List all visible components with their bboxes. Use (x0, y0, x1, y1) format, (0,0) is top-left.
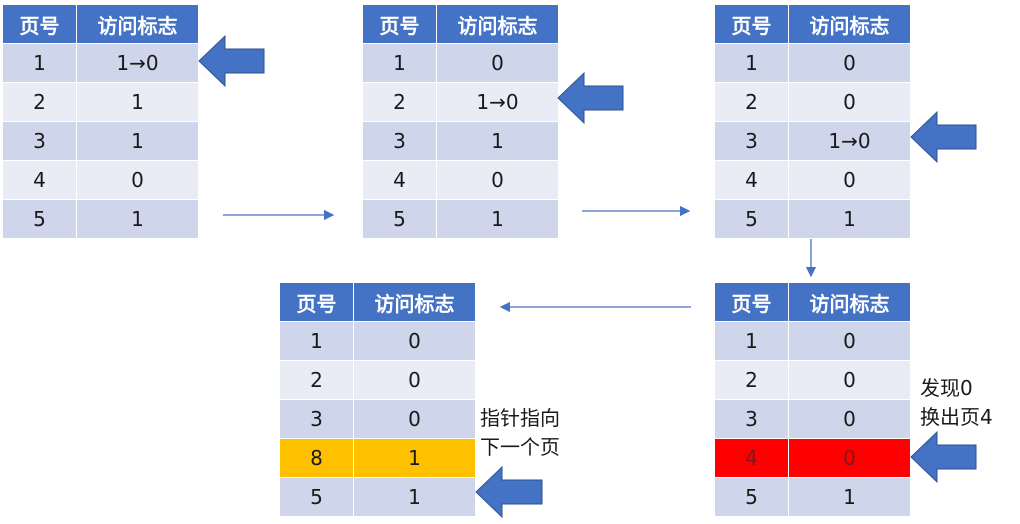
cell-flag: 0 (788, 360, 911, 400)
cell-page: 5 (2, 199, 77, 239)
cell-flag: 1→0 (76, 43, 199, 83)
cell-page: 2 (362, 82, 437, 122)
note-found-line-2: 换出页4 (920, 405, 993, 429)
note-found-zero: 发现0 换出页4 (920, 374, 993, 432)
cell-page: 1 (279, 321, 354, 361)
cell-flag: 1 (436, 121, 559, 161)
cell-page: 3 (362, 121, 437, 161)
pointer-arrow-3 (910, 110, 977, 164)
cell-flag: 0 (353, 321, 476, 361)
cell-flag: 0 (353, 399, 476, 439)
cell-page-evicted: 4 (714, 438, 789, 478)
pointer-arrow-4 (910, 430, 977, 484)
cell-flag: 0 (353, 360, 476, 400)
pointer-arrow-2 (557, 71, 624, 125)
header-access-flag: 访问标志 (436, 4, 559, 44)
cell-page: 3 (2, 121, 77, 161)
cell-page: 2 (714, 82, 789, 122)
cell-page: 4 (2, 160, 77, 200)
cell-flag-evicted: 0 (788, 438, 911, 478)
header-access-flag: 访问标志 (788, 282, 911, 322)
header-access-flag: 访问标志 (788, 4, 911, 44)
cell-flag: 1 (353, 477, 476, 517)
cell-flag: 1 (76, 121, 199, 161)
note-pointer: 指针指向 下一个页 (480, 404, 560, 462)
header-page-number: 页号 (279, 282, 354, 322)
cell-page: 2 (714, 360, 789, 400)
cell-page: 5 (362, 199, 437, 239)
cell-flag: 1→0 (788, 121, 911, 161)
header-page-number: 页号 (714, 282, 789, 322)
cell-flag: 0 (788, 160, 911, 200)
cell-flag: 0 (788, 82, 911, 122)
cell-flag: 1 (436, 199, 559, 239)
cell-page: 1 (714, 43, 789, 83)
cell-flag: 1 (788, 199, 911, 239)
header-page-number: 页号 (362, 4, 437, 44)
cell-page: 4 (362, 160, 437, 200)
cell-flag: 1→0 (436, 82, 559, 122)
cell-page-new: 8 (279, 438, 354, 478)
cell-flag: 0 (436, 43, 559, 83)
note-pointer-line-2: 下一个页 (480, 435, 560, 459)
cell-page: 5 (714, 199, 789, 239)
pointer-arrow-5 (475, 465, 543, 519)
cell-page: 3 (714, 399, 789, 439)
cell-flag: 0 (436, 160, 559, 200)
cell-flag-new: 1 (353, 438, 476, 478)
cell-flag: 0 (788, 43, 911, 83)
header-page-number: 页号 (2, 4, 77, 44)
cell-page: 2 (2, 82, 77, 122)
cell-page: 5 (714, 477, 789, 517)
cell-flag: 1 (76, 82, 199, 122)
cell-page: 5 (279, 477, 354, 517)
note-found-line-1: 发现0 (920, 376, 973, 400)
header-access-flag: 访问标志 (76, 4, 199, 44)
cell-flag: 1 (788, 477, 911, 517)
pointer-arrow-1 (198, 34, 265, 88)
note-pointer-line-1: 指针指向 (480, 406, 560, 430)
cell-page: 3 (714, 121, 789, 161)
cell-page: 1 (714, 321, 789, 361)
cell-page: 1 (362, 43, 437, 83)
cell-flag: 1 (76, 199, 199, 239)
cell-page: 2 (279, 360, 354, 400)
header-page-number: 页号 (714, 4, 789, 44)
cell-flag: 0 (788, 399, 911, 439)
cell-page: 4 (714, 160, 789, 200)
